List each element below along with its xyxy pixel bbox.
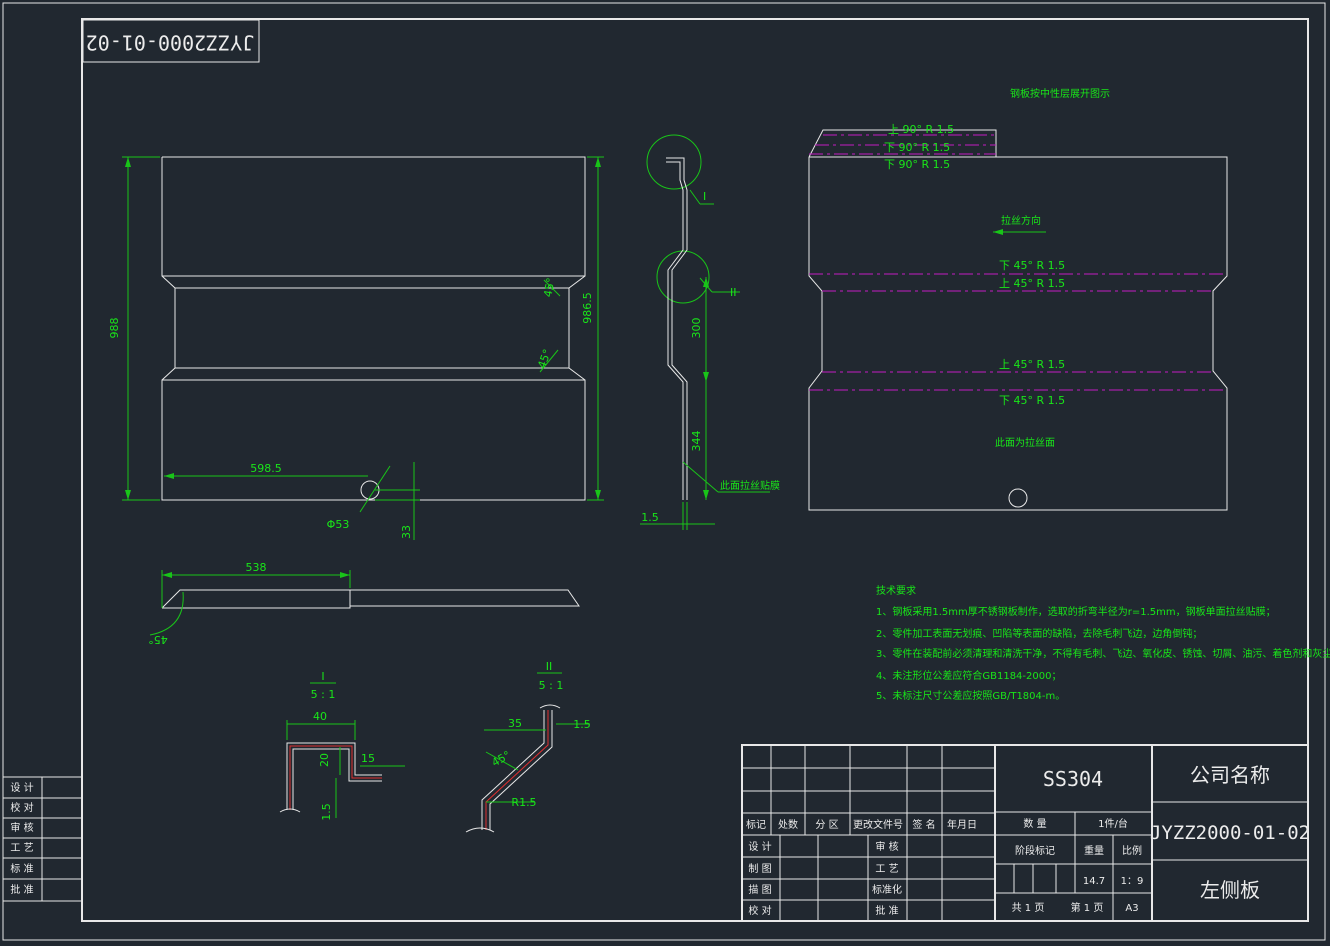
- detail-II-marker: II: [730, 286, 737, 299]
- tb-header-2: 处数: [778, 818, 798, 831]
- detail-II-dim-15: 1.5: [573, 718, 591, 731]
- material: SS304: [1043, 767, 1103, 791]
- dim-598-5: 598.5: [250, 462, 282, 475]
- tb-header-3: 分 区: [815, 819, 838, 831]
- dim-538: 538: [246, 561, 267, 574]
- detail-I-dim-15a: 15: [361, 752, 375, 765]
- flat-title: 钢板按中性层展开图示: [1010, 87, 1110, 100]
- qty-label: 数 量: [1023, 817, 1046, 830]
- detail-II-title: II: [546, 660, 553, 673]
- paper-size: A3: [1125, 903, 1138, 914]
- brushed-face-note: 此面为拉丝面: [995, 436, 1055, 449]
- tech-item-3: 3、零件在装配前必须清理和清洗干净，不得有毛刺、飞边、氧化皮、锈蚀、切屑、油污、…: [876, 647, 1330, 660]
- drawing-number: JYZZ2000-01-02: [1150, 822, 1310, 844]
- brush-direction: 拉丝方向: [1001, 214, 1041, 227]
- detail-I-view: [279, 682, 405, 818]
- tb-row-left-4: 校 对: [748, 904, 771, 917]
- bend-line-6: 上 45° R 1.5: [999, 358, 1065, 371]
- rotated-drawing-number: JYZZ2000-01-02: [86, 31, 255, 55]
- tb-row-left-3: 描 图: [748, 883, 771, 896]
- bend-line-7: 下 45° R 1.5: [999, 394, 1065, 407]
- tb-row-left-2: 制 图: [748, 862, 771, 875]
- sheet-no: 第 1 页: [1071, 901, 1104, 914]
- weight-value: 14.7: [1083, 876, 1105, 887]
- detail-I-dim-40: 40: [313, 710, 327, 723]
- part-name: 左侧板: [1200, 878, 1260, 902]
- top-view: [149, 570, 580, 636]
- dim-1-5: 1.5: [641, 511, 659, 524]
- tb-header-1: 标记: [746, 819, 766, 831]
- tb-row-left-1: 设 计: [748, 840, 771, 853]
- dim-988: 988: [108, 318, 121, 339]
- detail-I-dim-20: 20: [318, 753, 331, 767]
- left-row-2: 校 对: [10, 801, 33, 814]
- side-view: [640, 134, 770, 530]
- detail-I-scale: 5 : 1: [311, 688, 336, 701]
- bend-line-1: 上 90° R 1.5: [888, 123, 954, 136]
- weight-label: 重量: [1084, 844, 1104, 857]
- bend-line-4: 下 45° R 1.5: [999, 259, 1065, 272]
- detail-I-title: I: [321, 670, 324, 683]
- left-row-5: 标 准: [10, 863, 33, 875]
- detail-I-dim-15b: 1.5: [320, 803, 333, 821]
- detail-II-dim-35: 35: [508, 717, 522, 730]
- left-row-6: 批 准: [10, 883, 33, 896]
- drawing-frame: [81, 18, 1309, 922]
- title-block: [741, 744, 1309, 922]
- tech-item-1: 1、钢板采用1.5mm厚不锈钢板制作，选取的折弯半径为r=1.5mm，钢板单面拉…: [876, 605, 1276, 618]
- bend-line-5: 上 45° R 1.5: [999, 277, 1065, 290]
- tb-row-mid-3: 标准化: [872, 883, 902, 896]
- dim-angle1: 45°: [541, 277, 557, 298]
- stage-label: 阶段标记: [1015, 844, 1055, 857]
- front-view: [122, 156, 604, 540]
- tb-row-mid-1: 审 核: [875, 840, 898, 853]
- detail-II-scale: 5 : 1: [539, 679, 564, 692]
- qty-value: 1件/台: [1098, 817, 1128, 830]
- tech-title: 技术要求: [876, 584, 916, 597]
- dim-angle2: 45°: [535, 347, 554, 370]
- tech-item-2: 2、零件加工表面无划痕、凹陷等表面的缺陷，去除毛刺飞边，边角倒钝；: [876, 627, 1202, 640]
- scale-value: 1：9: [1121, 876, 1144, 887]
- dim-344: 344: [690, 431, 703, 452]
- tb-row-mid-4: 批 准: [875, 904, 898, 917]
- scale-label: 比例: [1122, 844, 1142, 857]
- flat-pattern: [808, 129, 1228, 511]
- tb-header-4: 更改文件号: [853, 818, 903, 831]
- tb-header-6: 年月日: [947, 818, 977, 831]
- left-sign-table: [2, 776, 83, 902]
- bend-line-2: 下 90° R 1.5: [884, 141, 950, 154]
- tech-item-4: 4、未注形位公差应符合GB1184-2000；: [876, 669, 1061, 682]
- dim-986-5: 986.5: [581, 292, 594, 324]
- detail-II-view: [465, 672, 590, 833]
- dim-angle-bottom: 45°: [148, 633, 168, 646]
- detail-I-marker: I: [703, 190, 706, 203]
- detail-II-angle: 45°: [490, 748, 513, 769]
- sheets-total: 共 1 页: [1012, 902, 1045, 914]
- dim-33: 33: [400, 525, 413, 539]
- dim-300: 300: [690, 318, 703, 339]
- detail-II-radius: R1.5: [511, 796, 536, 809]
- tech-item-5: 5、未标注尺寸公差应按照GB/T1804-m。: [876, 689, 1065, 702]
- left-row-1: 设 计: [10, 781, 33, 794]
- bend-line-3: 下 90° R 1.5: [884, 158, 950, 171]
- left-row-3: 审 核: [10, 821, 33, 834]
- rotated-number-box: [82, 19, 260, 63]
- tb-header-5: 签 名: [912, 818, 935, 831]
- dim-phi53: Φ53: [327, 518, 350, 531]
- company-name: 公司名称: [1190, 763, 1270, 787]
- left-row-4: 工 艺: [10, 842, 33, 854]
- tb-row-mid-2: 工 艺: [875, 863, 898, 875]
- film-note: 此面拉丝贴膜: [720, 479, 780, 492]
